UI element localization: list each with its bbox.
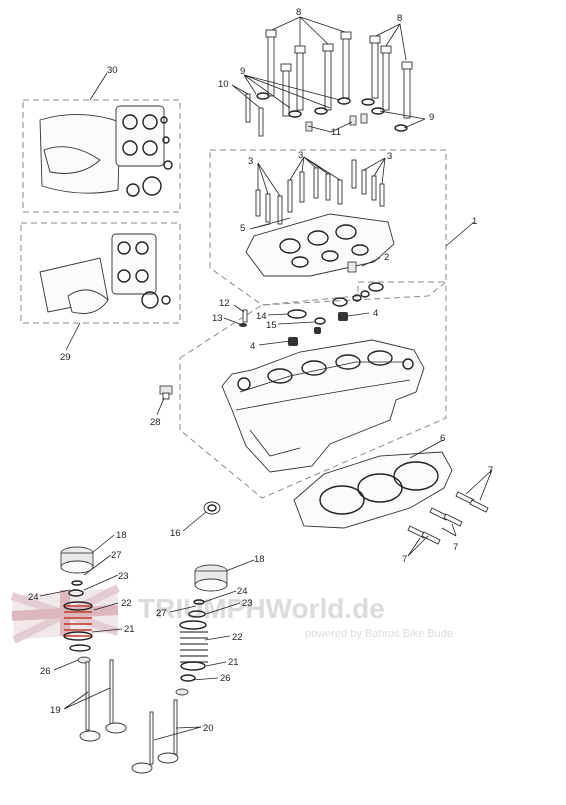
leader-lines bbox=[39, 16, 493, 741]
callout-13: 13 bbox=[212, 313, 223, 324]
callout-18a: 18 bbox=[116, 530, 127, 541]
callout-10: 10 bbox=[218, 79, 229, 90]
callout-7c: 7 bbox=[402, 554, 407, 565]
short-bolts-10[interactable] bbox=[245, 93, 264, 137]
valve-train-left[interactable] bbox=[60, 546, 127, 742]
callout-22b: 22 bbox=[232, 632, 243, 643]
watermark-tagline: powered by Bahros Bike Bude bbox=[305, 628, 453, 640]
watermark: TRIUMPHWorld.de powered by Bahros Bike B… bbox=[10, 584, 453, 644]
valve-train-right[interactable] bbox=[131, 564, 228, 774]
callout-24b: 24 bbox=[237, 586, 248, 597]
callout-26a: 26 bbox=[40, 666, 51, 677]
callout-3a: 3 bbox=[248, 156, 253, 167]
callout-7b: 7 bbox=[453, 542, 458, 553]
head-bolt-washers[interactable] bbox=[256, 92, 408, 132]
callout-29: 29 bbox=[60, 352, 71, 363]
callout-3b: 3 bbox=[298, 150, 303, 161]
callout-24a: 24 bbox=[28, 592, 39, 603]
callout-14: 14 bbox=[256, 311, 267, 322]
callout-4b: 4 bbox=[250, 341, 255, 352]
cylinder-head-assembly-envelope bbox=[179, 149, 447, 499]
dowels-7[interactable] bbox=[407, 491, 489, 545]
head-gasket[interactable] bbox=[293, 451, 453, 529]
callout-27a: 27 bbox=[111, 550, 122, 561]
plug-16[interactable] bbox=[203, 501, 221, 515]
callout-18b: 18 bbox=[254, 554, 265, 565]
callout-15: 15 bbox=[266, 320, 277, 331]
callout-20: 20 bbox=[203, 723, 214, 734]
callout-1: 1 bbox=[472, 216, 477, 227]
callout-21a: 21 bbox=[124, 624, 135, 635]
union-flag-logo bbox=[10, 584, 120, 644]
callout-6: 6 bbox=[440, 433, 445, 444]
gasket-kit-30-box[interactable] bbox=[22, 99, 181, 213]
callout-28: 28 bbox=[150, 417, 161, 428]
callout-5: 5 bbox=[240, 223, 245, 234]
callout-9a: 9 bbox=[240, 66, 245, 77]
callout-27b: 27 bbox=[156, 608, 167, 619]
callout-26b: 26 bbox=[220, 673, 231, 684]
callout-7a: 7 bbox=[488, 465, 493, 476]
cam-cover-bolts[interactable] bbox=[255, 159, 385, 225]
watermark-brand: TRIUMPHWorld.de bbox=[138, 593, 385, 624]
o-rings-and-seals[interactable] bbox=[287, 282, 384, 346]
callout-8b: 8 bbox=[397, 13, 402, 24]
callout-23b: 23 bbox=[242, 598, 253, 609]
cylinder-head[interactable] bbox=[221, 339, 425, 473]
cam-carrier[interactable] bbox=[245, 213, 395, 277]
gasket-kit-29-box[interactable] bbox=[20, 222, 181, 324]
callout-2: 2 bbox=[384, 252, 389, 263]
plug-28[interactable] bbox=[159, 385, 173, 400]
callout-19: 19 bbox=[50, 705, 61, 716]
callout-3c: 3 bbox=[387, 151, 392, 162]
callout-11: 11 bbox=[331, 127, 341, 138]
callout-30: 30 bbox=[107, 65, 118, 76]
stud-12[interactable] bbox=[239, 309, 248, 327]
callout-12: 12 bbox=[219, 298, 230, 309]
callout-21b: 21 bbox=[228, 657, 239, 668]
callout-8a: 8 bbox=[296, 7, 301, 18]
callout-4a: 4 bbox=[373, 308, 378, 319]
callout-22a: 22 bbox=[121, 598, 132, 609]
callout-16: 16 bbox=[170, 528, 181, 539]
callout-9b: 9 bbox=[429, 112, 434, 123]
callout-labels: 8 8 9 10 9 11 30 3 3 3 1 5 2 12 13 14 15… bbox=[28, 7, 493, 734]
cylinder-head-bolts[interactable] bbox=[265, 29, 413, 119]
callout-23a: 23 bbox=[118, 571, 129, 582]
